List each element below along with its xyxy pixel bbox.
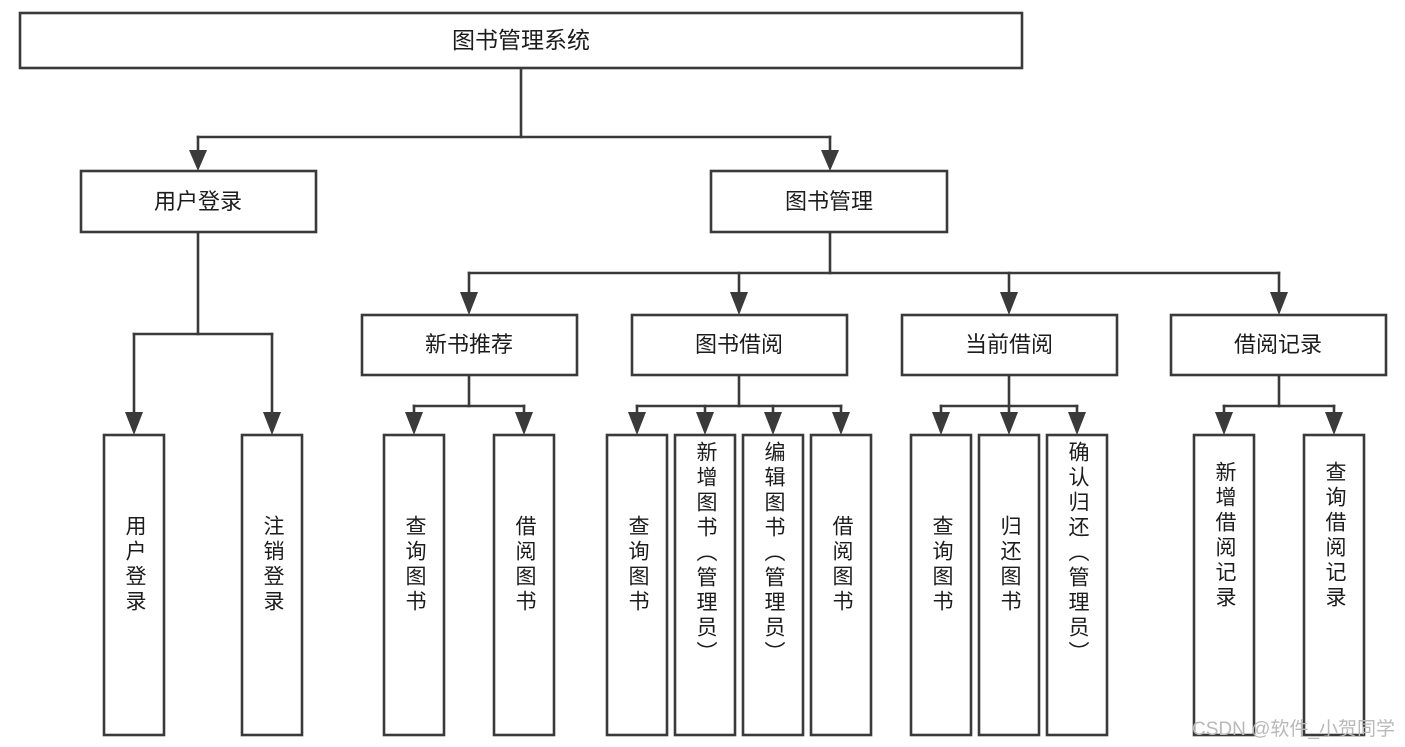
arrow-head-icon (1325, 412, 1343, 435)
arrow-head-icon (1215, 412, 1233, 435)
arrow-head-icon (460, 292, 478, 315)
arrow-head-icon (189, 150, 207, 171)
arrow-head-icon (932, 412, 950, 435)
node-root-label: 图书管理系统 (452, 27, 590, 53)
node-current-borrow[interactable] (900, 313, 1119, 377)
node-new-book-recommend[interactable] (360, 313, 579, 377)
arrow-head-icon (125, 412, 143, 435)
leaf-newbook-borrow-books[interactable] (492, 433, 556, 737)
leaf-bookborrow-add-book-admin[interactable] (673, 433, 737, 737)
node-new-book-recommend-label: 新书推荐 (425, 332, 513, 357)
node-book-management[interactable] (709, 169, 949, 234)
leaf-newbook-query-books[interactable] (382, 433, 446, 737)
arrow-head-icon (821, 150, 839, 171)
arrow-head-icon (764, 412, 782, 435)
node-current-borrow-label: 当前借阅 (965, 332, 1053, 357)
leaf-bookborrow-query-books[interactable] (605, 433, 669, 737)
node-root-book-management-system[interactable] (18, 11, 1024, 70)
leaf-currentborrow-query-books[interactable] (909, 433, 973, 737)
leaf-currentborrow-return-books[interactable] (977, 433, 1041, 737)
arrow-head-icon (1270, 292, 1288, 315)
leaf-borrowrecord-query-record[interactable] (1302, 433, 1366, 737)
leaf-borrowrecord-add-record[interactable] (1192, 433, 1256, 737)
node-book-borrow-label: 图书借阅 (695, 332, 783, 357)
leaf-user-login-logout[interactable] (240, 433, 304, 737)
arrow-head-icon (1000, 412, 1018, 435)
node-book-borrow[interactable] (630, 313, 849, 377)
leaf-user-login-login[interactable] (102, 433, 166, 737)
arrow-head-icon (832, 412, 850, 435)
leaf-bookborrow-borrow-books[interactable] (809, 433, 873, 737)
arrow-head-icon (696, 412, 714, 435)
arrow-head-icon (1000, 292, 1018, 315)
node-book-management-label: 图书管理 (785, 189, 873, 214)
leaf-bookborrow-edit-book-admin[interactable] (741, 433, 805, 737)
arrow-head-icon (730, 292, 748, 315)
leaf-currentborrow-confirm-return-admin[interactable] (1045, 433, 1109, 737)
node-user-login-label: 用户登录 (154, 189, 242, 214)
arrow-head-icon (1068, 412, 1086, 435)
arrow-head-icon (263, 412, 281, 435)
arrow-head-icon (515, 412, 533, 435)
arrow-head-icon (628, 412, 646, 435)
node-borrow-record-label: 借阅记录 (1234, 332, 1322, 357)
node-user-login[interactable] (79, 169, 318, 234)
node-borrow-record[interactable] (1169, 313, 1388, 377)
arrow-head-icon (405, 412, 423, 435)
